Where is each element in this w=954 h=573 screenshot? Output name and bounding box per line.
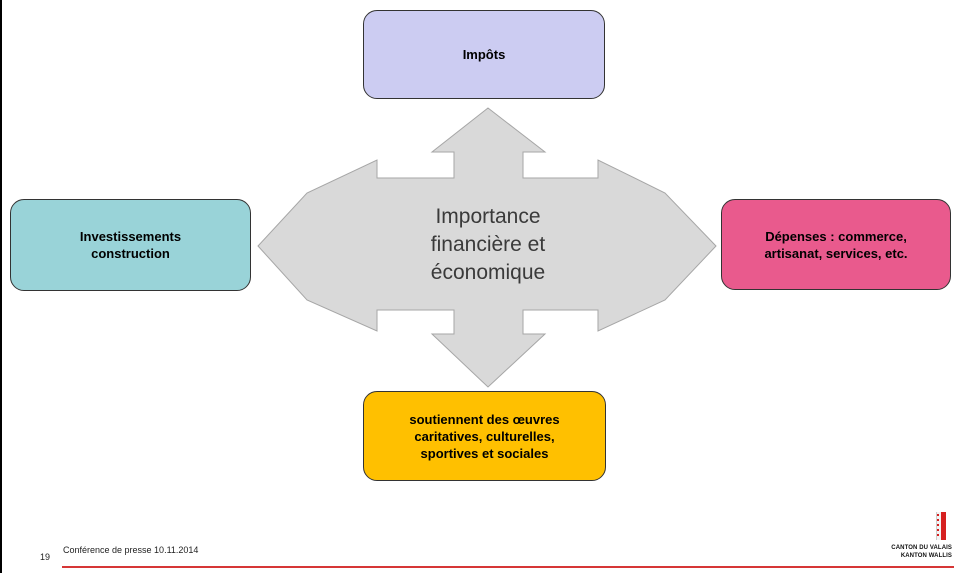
impots-box: Impôts bbox=[363, 10, 605, 99]
depenses-box: Dépenses : commerce, artisanat, services… bbox=[721, 199, 951, 290]
investissements-label: Investissements construction bbox=[79, 229, 182, 261]
slide-left-border bbox=[0, 0, 2, 573]
impots-label: Impôts bbox=[462, 47, 506, 62]
depenses-label: Dépenses : commerce, artisanat, services… bbox=[764, 228, 908, 261]
soutien-label: soutiennent des œuvres caritatives, cult… bbox=[409, 411, 560, 461]
footer-caption: Conférence de presse 10.11.2014 bbox=[63, 545, 199, 555]
valais-flag-icon bbox=[936, 512, 946, 540]
four-way-arrow-shape bbox=[257, 107, 717, 388]
canton-logo: CANTON DU VALAIS KANTON WALLIS bbox=[886, 512, 954, 568]
center-label: Importance financière et économique bbox=[430, 205, 546, 284]
soutien-box: soutiennent des œuvres caritatives, cult… bbox=[363, 391, 606, 481]
footer-rule bbox=[62, 566, 954, 568]
logo-line-2: KANTON WALLIS bbox=[900, 553, 952, 559]
slide-number: 19 bbox=[40, 552, 51, 562]
logo-line-1: CANTON DU VALAIS bbox=[891, 545, 952, 551]
investissements-box: Investissements construction bbox=[10, 199, 251, 291]
